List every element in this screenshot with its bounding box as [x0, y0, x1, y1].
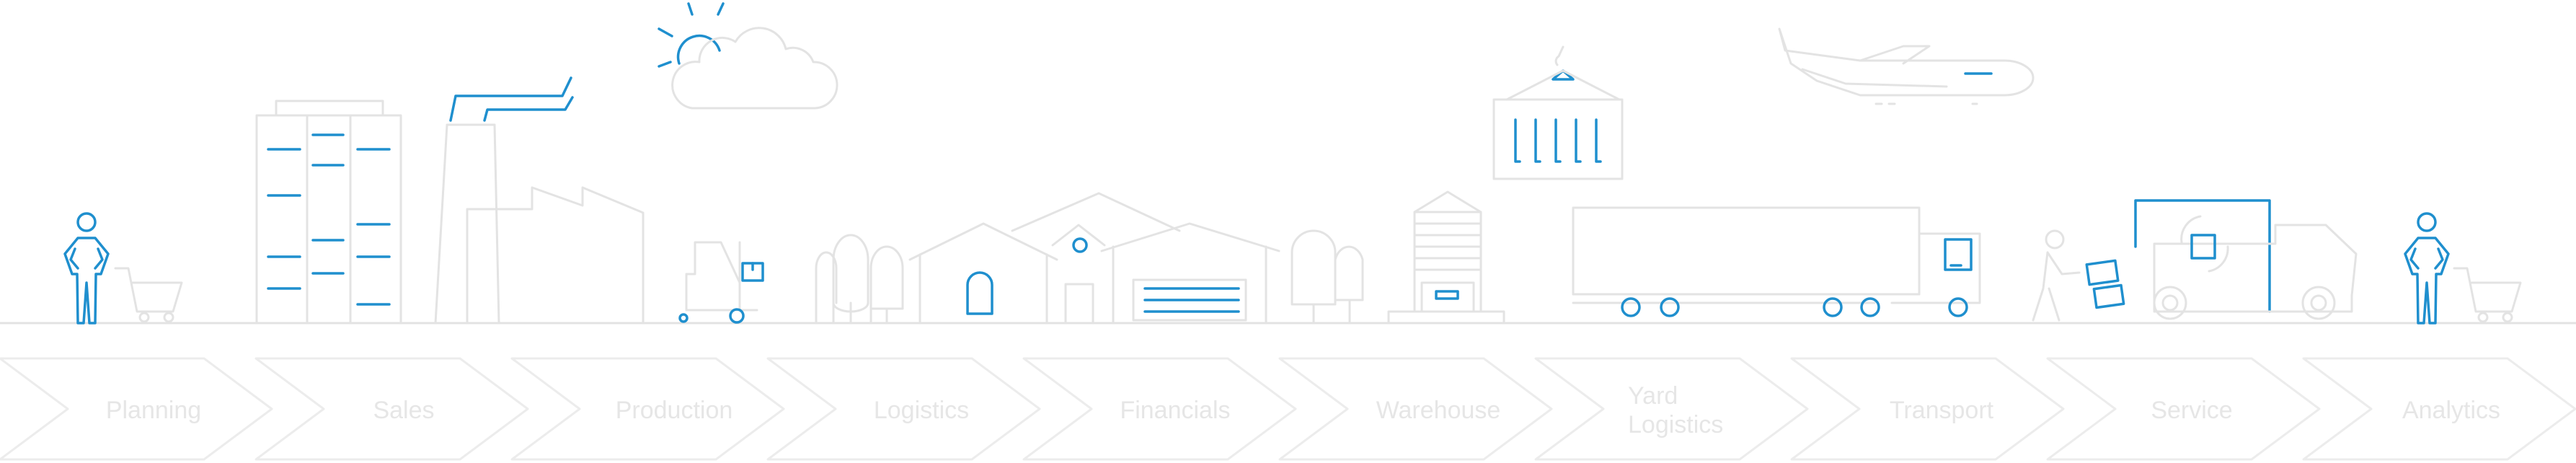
svg-text:Logistics: Logistics [874, 397, 969, 424]
silo-icon [1387, 190, 1505, 325]
factory-icon [434, 76, 645, 325]
process-step[interactable]: Warehouse [1278, 357, 1553, 461]
process-step[interactable]: Transport [1790, 357, 2065, 461]
container-crane-icon [1492, 45, 1624, 180]
svg-text:Production: Production [616, 397, 733, 424]
svg-text:Planning: Planning [106, 397, 201, 424]
process-step[interactable]: Planning [0, 357, 273, 461]
person-right-icon [2404, 212, 2450, 325]
process-step[interactable]: Logistics [766, 357, 1041, 461]
person-left-icon [63, 212, 110, 325]
forklift-icon [678, 241, 764, 324]
shopping-cart-left-icon [114, 267, 183, 323]
svg-text:Financials: Financials [1120, 397, 1230, 424]
service-van-icon [2134, 199, 2358, 320]
svg-text:Analytics: Analytics [2402, 397, 2500, 424]
trees-left-icon [815, 234, 904, 325]
svg-text:Sales: Sales [373, 397, 434, 424]
svg-text:Service: Service [2151, 397, 2232, 424]
houses-icon [908, 192, 1280, 325]
process-step[interactable]: Production [510, 357, 785, 461]
svg-text:Warehouse: Warehouse [1376, 397, 1501, 424]
sun-icon [658, 2, 725, 68]
process-step[interactable]: Financials [1022, 357, 1297, 461]
svg-text:Yard: Yard [1628, 382, 1678, 410]
office-building-icon [255, 100, 402, 325]
process-step[interactable]: Yard Logistics [1534, 357, 1809, 461]
delivery-worker-icon [2032, 229, 2125, 322]
process-steps: Planning Sales Production Logistics Fina… [0, 357, 2576, 461]
cloud-icon [671, 27, 838, 110]
shopping-cart-right-icon [2453, 267, 2522, 323]
process-step[interactable]: Sales [254, 357, 529, 461]
process-step[interactable]: Service [2046, 357, 2321, 461]
airplane-icon [1778, 27, 2035, 105]
trees-right-icon [1291, 229, 1364, 325]
truck-icon [1572, 206, 1981, 317]
process-step[interactable]: Analytics [2302, 357, 2576, 461]
svg-text:Transport: Transport [1890, 397, 1994, 424]
svg-text:Logistics: Logistics [1628, 411, 1723, 438]
